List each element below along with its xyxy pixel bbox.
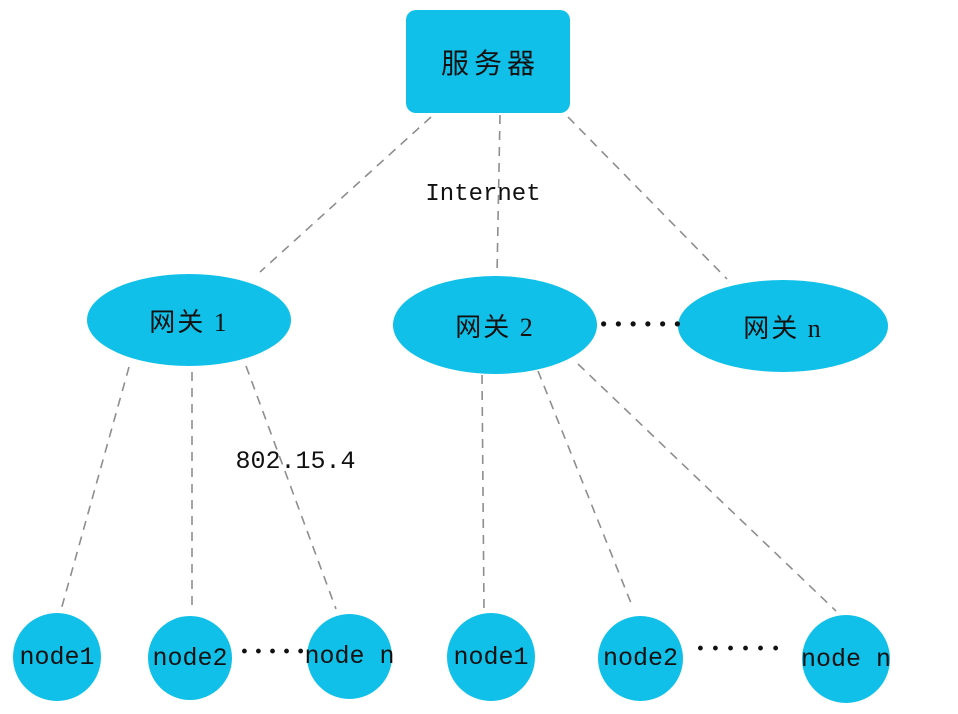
gateway-2-ellipse: 网关 2 [393, 276, 597, 374]
right-group-node2-label: node2 [602, 644, 678, 673]
left-group-node1-label: node1 [19, 642, 95, 672]
link-gateway2-right-node2 [537, 370, 634, 609]
right-group-ellipsis-dots: ...... [695, 627, 787, 657]
link-gateway1-left-noden [245, 365, 337, 610]
left-group-node1-circle: node1 [13, 613, 101, 701]
server-label: 服务器 [440, 48, 540, 80]
link-gateway2-right-noden [577, 363, 837, 612]
gateway-1-ellipse: 网关 1 [87, 274, 291, 366]
left-group-node2-label: node2 [152, 643, 228, 673]
gateway-n-ellipse: 网关 n [678, 280, 888, 372]
internet-label: Internet [425, 181, 541, 208]
server-box: 服务器 [406, 10, 570, 113]
gateway-2-label: 网关 2 [455, 312, 535, 342]
gateway-1-label: 网关 1 [149, 307, 229, 337]
link-gateway1-left-node1 [60, 366, 130, 611]
right-group-node1-label: node1 [453, 642, 529, 672]
gateway-ellipsis-dots: ...... [598, 300, 688, 333]
left-group-noden-circle: node n [304, 614, 395, 699]
right-group-node1-circle: node1 [447, 613, 535, 701]
link-server-gateway1 [259, 116, 432, 273]
right-group-noden-circle: node n [801, 615, 892, 703]
right-group-noden-label: node n [801, 644, 892, 674]
link-server-gatewayn [567, 116, 728, 280]
protocol-802-15-4-label: 802.15.4 [235, 447, 356, 476]
link-server-gateway2 [496, 114, 501, 276]
link-gateway2-right-node1 [481, 374, 485, 611]
left-group-noden-label: node n [304, 642, 395, 671]
left-group-ellipsis-dots: ..... [239, 630, 311, 660]
right-group-node2-circle: node2 [598, 616, 683, 701]
left-group-node2-circle: node2 [148, 616, 232, 700]
gateway-n-label: 网关 n [743, 313, 823, 343]
